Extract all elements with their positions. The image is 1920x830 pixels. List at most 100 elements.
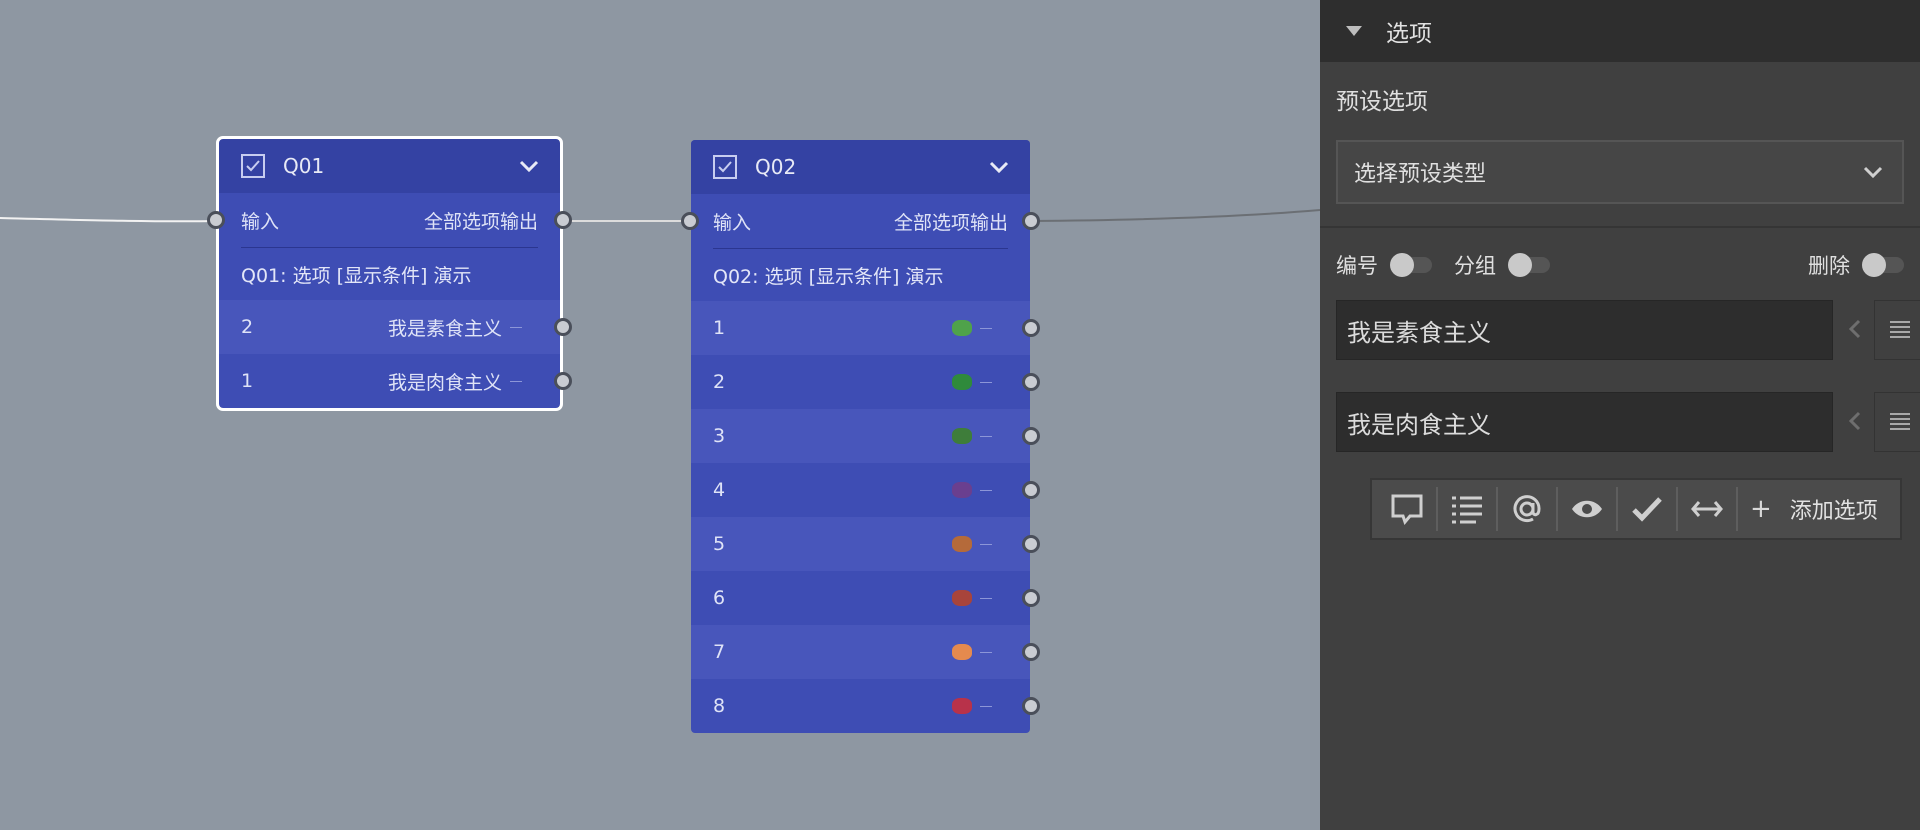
node-q01[interactable]: Q01 输入 全部选项输出 Q01: 选项 [显示条件] 演示 2 我是素食主义… — [207, 136, 572, 411]
drag-lines-icon — [1889, 413, 1910, 430]
option-port[interactable] — [554, 372, 572, 390]
option-input[interactable]: 我是肉食主义 — [1336, 392, 1833, 452]
delete-toggle-label: 删除 — [1808, 254, 1850, 278]
drag-handle[interactable] — [1874, 300, 1920, 360]
group-toggle-label: 分组 — [1454, 254, 1496, 278]
input-label: 输入 — [713, 211, 752, 234]
steak-icon — [952, 698, 972, 714]
option-number: 1 — [713, 317, 726, 339]
properties-sidebar: 选项 预设选项 选择预设类型 编号 分组 删除 我是素食主义 我是肉食主义 — [1320, 0, 1920, 830]
visibility-button[interactable] — [1558, 487, 1618, 531]
comment-button[interactable] — [1378, 487, 1438, 531]
at-sign-icon — [1513, 495, 1541, 523]
check-button[interactable] — [1618, 487, 1678, 531]
chevron-down-icon[interactable] — [988, 156, 1010, 178]
output-port[interactable] — [1022, 212, 1040, 230]
mention-button[interactable] — [1498, 487, 1558, 531]
flow-canvas[interactable]: Q01 输入 全部选项输出 Q01: 选项 [显示条件] 演示 2 我是素食主义… — [0, 0, 1320, 830]
preset-select-value: 选择预设类型 — [1354, 162, 1487, 187]
width-button[interactable] — [1678, 487, 1738, 531]
option-row[interactable]: 6 — [691, 571, 1040, 625]
group-toggle[interactable] — [1508, 253, 1550, 277]
option-port[interactable] — [1022, 643, 1040, 661]
eye-icon — [1572, 500, 1602, 518]
option-toolbar: + 添加选项 — [1370, 478, 1902, 540]
option-row[interactable]: 7 — [691, 625, 1040, 679]
option-number: 7 — [713, 641, 726, 663]
option-port[interactable] — [1022, 589, 1040, 607]
input-port[interactable] — [207, 211, 225, 229]
option-row[interactable]: 2 — [691, 355, 1040, 409]
leafy-green-icon — [952, 320, 972, 336]
option-port[interactable] — [1022, 697, 1040, 715]
node-title: Q02 — [755, 155, 797, 179]
option-port[interactable] — [1022, 427, 1040, 445]
checkbox-icon — [713, 155, 737, 179]
output-label: 全部选项输出 — [893, 211, 1008, 234]
option-label: 我是素食主义 — [387, 317, 502, 340]
section-title: 选项 — [1386, 21, 1432, 47]
poultry-leg-icon — [952, 536, 972, 552]
option-toggles: 编号 分组 删除 — [1336, 250, 1904, 280]
option-row[interactable]: 3 — [691, 409, 1040, 463]
section-header-options[interactable]: 选项 — [1320, 0, 1920, 62]
output-label: 全部选项输出 — [423, 210, 538, 233]
shrimp-icon — [952, 644, 972, 660]
divider — [241, 247, 538, 248]
option-number: 6 — [713, 587, 726, 609]
list-button[interactable] — [1438, 487, 1498, 531]
option-port[interactable] — [1022, 481, 1040, 499]
option-label: 我是肉食主义 — [387, 371, 502, 394]
node-header[interactable]: Q02 — [691, 140, 1030, 194]
option-tools — [1848, 300, 1920, 360]
drag-handle[interactable] — [1874, 392, 1920, 452]
plus-icon: + — [1750, 494, 1772, 524]
preset-select[interactable]: 选择预设类型 — [1336, 140, 1904, 204]
comment-icon — [1391, 494, 1423, 525]
option-number: 3 — [713, 425, 726, 447]
divider — [1320, 226, 1920, 228]
option-row[interactable]: 4 — [691, 463, 1040, 517]
input-port[interactable] — [681, 212, 699, 230]
option-number: 5 — [713, 533, 726, 555]
option-input[interactable]: 我是素食主义 — [1336, 300, 1833, 360]
chevron-left-icon[interactable] — [1848, 410, 1862, 432]
triangle-down-icon[interactable] — [1344, 24, 1364, 38]
number-toggle[interactable] — [1390, 253, 1432, 277]
number-toggle-label: 编号 — [1336, 254, 1378, 278]
add-option-label: 添加选项 — [1789, 499, 1878, 524]
eggplant-icon — [952, 482, 972, 498]
option-port[interactable] — [1022, 373, 1040, 391]
meat-on-bone-icon — [952, 590, 972, 606]
connection-wires — [0, 209, 1320, 223]
option-number: 2 — [241, 316, 254, 338]
option-port[interactable] — [554, 318, 572, 336]
option-row[interactable]: 1 我是肉食主义 — [219, 354, 572, 408]
node-description: Q02: 选项 [显示条件] 演示 — [713, 265, 944, 288]
lettuce-icon — [952, 374, 972, 390]
io-row: 输入 全部选项输出 — [681, 194, 1040, 248]
chevron-left-icon[interactable] — [1848, 318, 1862, 340]
input-label: 输入 — [241, 210, 280, 233]
add-option-button[interactable]: + 添加选项 — [1750, 493, 1878, 525]
option-row[interactable]: 8 — [691, 679, 1040, 733]
option-number: 1 — [241, 370, 254, 392]
wire-q02-to-right — [1030, 209, 1320, 222]
option-row[interactable]: 5 — [691, 517, 1040, 571]
option-row[interactable]: 2 我是素食主义 — [219, 300, 572, 354]
chevron-down-icon[interactable] — [518, 155, 540, 177]
list-icon — [1452, 496, 1482, 524]
output-port[interactable] — [554, 211, 572, 229]
node-q02[interactable]: Q02 输入 全部选项输出 Q02: 选项 [显示条件] 演示 1 2 3 4 5 6 7 8 — [681, 140, 1040, 733]
preset-label: 预设选项 — [1336, 89, 1428, 115]
option-port[interactable] — [1022, 535, 1040, 553]
delete-toggle[interactable] — [1862, 253, 1904, 277]
drag-lines-icon — [1889, 321, 1910, 338]
option-row[interactable]: 1 — [691, 301, 1040, 355]
node-header[interactable]: Q01 — [219, 139, 560, 193]
divider — [713, 248, 1008, 249]
checkmark-icon — [1632, 497, 1662, 522]
option-port[interactable] — [1022, 319, 1040, 337]
option-number: 4 — [713, 479, 726, 501]
node-title: Q01 — [283, 154, 325, 178]
